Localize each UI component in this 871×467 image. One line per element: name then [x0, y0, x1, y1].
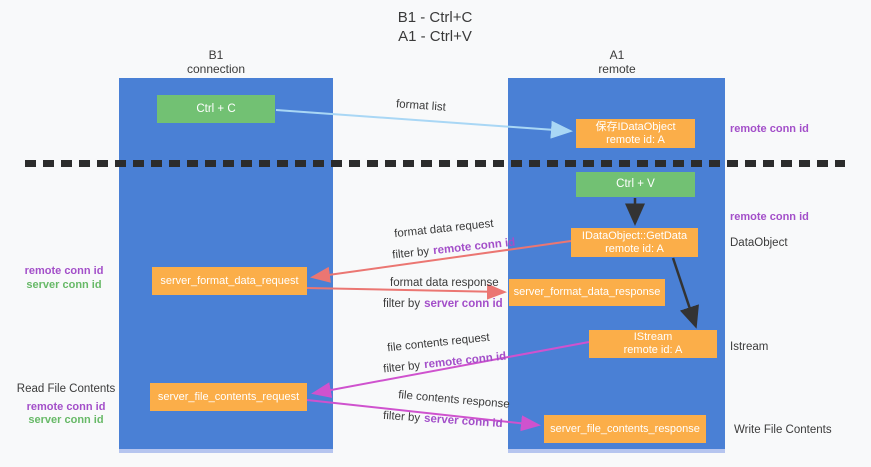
filter-by-text: filter by: [383, 298, 421, 310]
left-conn-id-group-top: remote conn id server conn id: [14, 265, 114, 292]
box-server-format-data-response: server_format_data_response: [509, 279, 665, 306]
server-format-data-response-label: server_format_data_response: [513, 286, 661, 298]
title-line-a1: A1 - Ctrl+V: [398, 28, 472, 45]
dashed-separator-line: [25, 160, 845, 167]
label-server-conn-id-left-top: server conn id: [26, 278, 102, 291]
server-conn-id-keyword: server conn id: [424, 298, 503, 310]
arrow-format-list: [275, 109, 573, 139]
lane-b1-role: connection: [186, 62, 246, 76]
label-dataobject: DataObject: [730, 237, 788, 249]
lane-header-a1: A1 remote: [557, 48, 677, 76]
box-save-idataobject: 保存IDataObject remote id: A: [576, 119, 695, 148]
arrow-getdata-to-istream: [671, 257, 699, 329]
box-ctrl-v: Ctrl + V: [576, 172, 695, 197]
left-conn-id-group-bottom: Read File Contents remote conn id server…: [12, 383, 120, 428]
title-line-b1: B1 - Ctrl+C: [397, 9, 473, 26]
ctrl-c-label: Ctrl + C: [196, 102, 236, 115]
lane-a1-role: remote: [598, 62, 636, 76]
label-remote-conn-id-left-top: remote conn id: [24, 265, 104, 277]
lane-header-b1: B1 connection: [156, 48, 276, 76]
server-file-contents-request-label: server_file_contents_request: [157, 390, 300, 403]
label-server-conn-id-left-bottom: server conn id: [28, 414, 104, 426]
lane-b1-id: B1: [208, 48, 224, 62]
istream-line1: IStream: [633, 331, 673, 343]
box-server-format-data-request: server_format_data_request: [152, 267, 307, 295]
box-server-file-contents-response: server_file_contents_response: [544, 415, 706, 443]
arrow-format-data-request: [310, 240, 572, 283]
lane-a1-id: A1: [609, 48, 625, 62]
label-format-data-response: format data response: [390, 277, 499, 289]
box-istream: IStream remote id: A: [589, 330, 717, 358]
label-write-file-contents: Write File Contents: [734, 424, 832, 436]
label-istream: Istream: [730, 341, 769, 353]
filter-by-text: filter by: [382, 409, 421, 425]
diagram-title: B1 - Ctrl+C A1 - Ctrl+V: [330, 8, 540, 46]
label-read-file-contents: Read File Contents: [16, 383, 116, 395]
server-format-data-request-label: server_format_data_request: [160, 274, 299, 287]
server-file-contents-response-label: server_file_contents_response: [550, 422, 700, 435]
getdata-line1: IDataObject::GetData: [581, 229, 688, 242]
box-idataobject-getdata: IDataObject::GetData remote id: A: [571, 228, 698, 257]
getdata-line2: remote id: A: [605, 242, 664, 255]
label-remote-conn-id-left-bottom: remote conn id: [26, 400, 106, 413]
save-idataobject-line1: 保存IDataObject: [595, 120, 676, 133]
istream-line2: remote id: A: [623, 344, 683, 356]
box-ctrl-c: Ctrl + C: [157, 95, 275, 123]
box-server-file-contents-request: server_file_contents_request: [150, 383, 307, 411]
arrow-file-contents-request: [311, 341, 590, 398]
ctrl-v-label: Ctrl + V: [616, 178, 655, 190]
label-remote-conn-id-right-mid: remote conn id: [730, 211, 809, 223]
arrow-file-contents-response: [306, 399, 541, 432]
arrow-format-data-response: [306, 283, 507, 300]
label-remote-conn-id-right-top: remote conn id: [730, 123, 809, 135]
save-idataobject-line2: remote id: A: [606, 133, 665, 146]
